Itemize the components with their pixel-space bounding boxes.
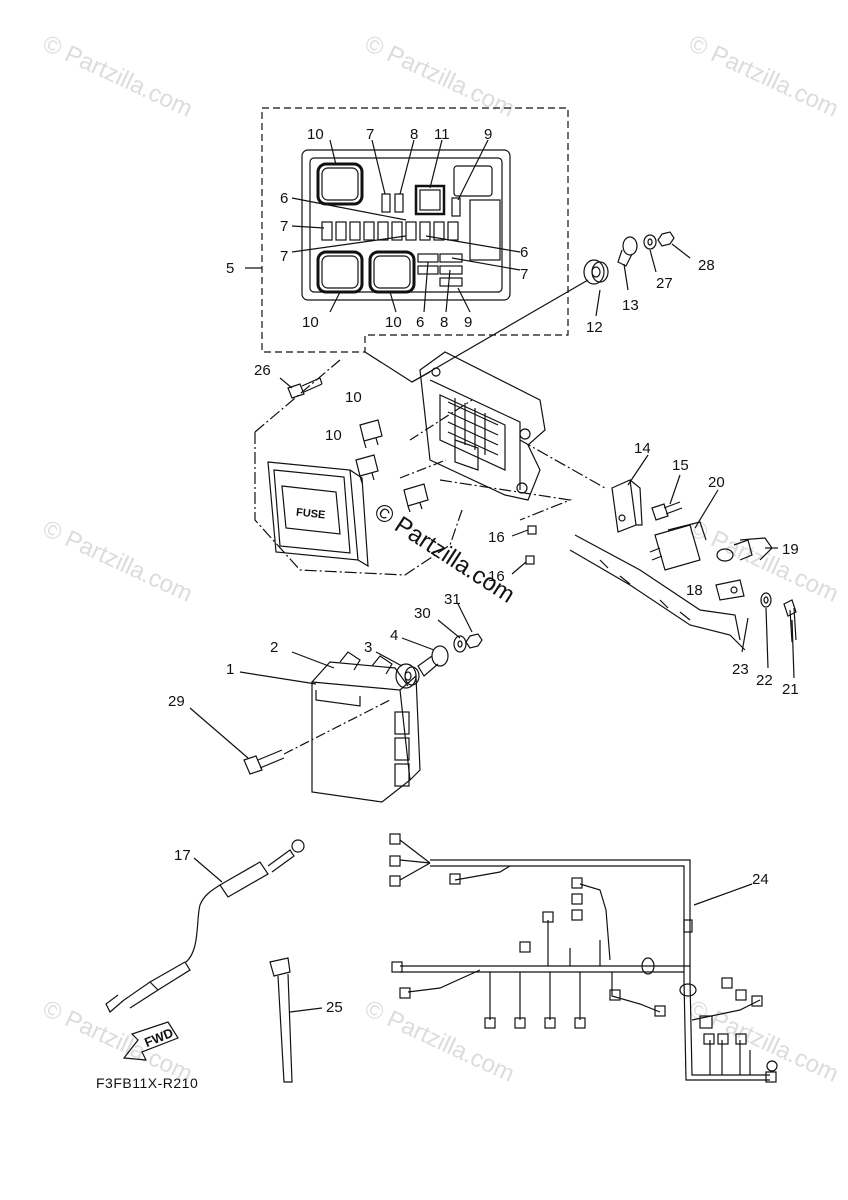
cable-tie-25: [269, 957, 293, 1083]
callout-10: 10: [302, 314, 319, 331]
callout-30: 30: [414, 605, 431, 622]
bolt-29: [243, 749, 285, 775]
callout-10: 10: [345, 389, 362, 406]
callout-29: 29: [168, 693, 185, 710]
callout-23: 23: [732, 661, 749, 678]
relays: [355, 419, 429, 513]
washer-22: [760, 592, 772, 608]
callout-7: 7: [520, 266, 529, 283]
bracket-14: [611, 479, 643, 533]
callout-18: 18: [686, 582, 703, 599]
callout-15: 15: [672, 457, 689, 474]
callout-10: 10: [307, 126, 324, 143]
callout-6: 6: [280, 190, 289, 207]
cable-17: [105, 839, 305, 1013]
callout-7: 7: [280, 218, 289, 235]
bolt-15: [651, 501, 683, 521]
diagram-code: F3FB11X-R210: [96, 1075, 199, 1091]
relay-20: [649, 521, 707, 571]
callout-12: 12: [586, 319, 603, 336]
clamp-16: [525, 555, 535, 565]
callout-10: 10: [325, 427, 342, 444]
wiring-harness-24: [389, 833, 778, 1083]
callout-1: 1: [226, 661, 235, 678]
callout-8: 8: [440, 314, 449, 331]
wire-set: [569, 534, 746, 651]
callout-24: 24: [752, 871, 769, 888]
fuse-cover: [267, 461, 369, 568]
callout-22: 22: [756, 672, 773, 689]
collar-13: [617, 236, 638, 267]
sensor-19: [716, 537, 773, 562]
nut-28: [657, 231, 675, 247]
callout-31: 31: [444, 591, 461, 608]
callout-2: 2: [270, 639, 279, 656]
callout-6: 6: [520, 244, 529, 261]
callout-3: 3: [364, 639, 373, 656]
callout-9: 9: [464, 314, 473, 331]
callout-25: 25: [326, 999, 343, 1016]
clamp-16: [527, 525, 537, 535]
callout-8: 8: [410, 126, 419, 143]
callout-6: 6: [416, 314, 425, 331]
fuse-box-bracket: [419, 351, 546, 501]
fwd-arrow: [122, 1021, 179, 1061]
callout-7: 7: [366, 126, 375, 143]
callout-19: 19: [782, 541, 799, 558]
callout-26: 26: [254, 362, 271, 379]
callout-27: 27: [656, 275, 673, 292]
screw-26: [287, 377, 323, 399]
callout-7: 7: [280, 248, 289, 265]
callout-16: 16: [488, 529, 505, 546]
callout-4: 4: [390, 627, 399, 644]
callout-11: 11: [434, 126, 450, 143]
callout-20: 20: [708, 474, 725, 491]
callout-13: 13: [622, 297, 639, 314]
callout-9: 9: [484, 126, 493, 143]
nut-31: [465, 633, 483, 649]
callout-17: 17: [174, 847, 191, 864]
callout-16: 16: [488, 568, 505, 585]
screw-21: [783, 599, 797, 643]
callout-14: 14: [634, 440, 651, 457]
grommet-12: [583, 259, 609, 285]
callout-10: 10: [385, 314, 402, 331]
ecu-unit: [311, 651, 421, 803]
terminal-18: [715, 579, 745, 601]
callout-5: 5: [226, 260, 235, 277]
grommet-3: [395, 663, 420, 689]
callout-28: 28: [698, 257, 715, 274]
callout-21: 21: [782, 681, 799, 698]
washer-30: [453, 635, 467, 653]
collar-4: [417, 645, 449, 677]
washer-27: [643, 234, 657, 250]
